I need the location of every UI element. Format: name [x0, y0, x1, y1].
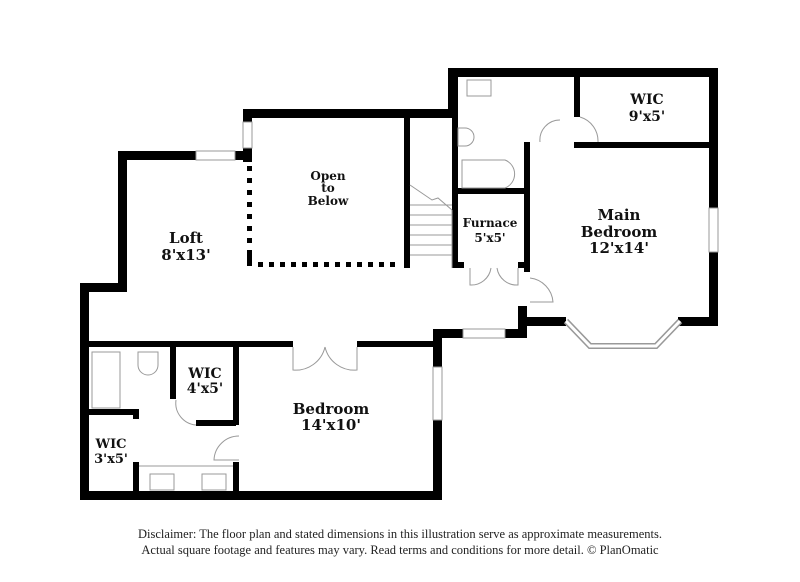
windows — [195, 121, 719, 421]
room-dims-wic-4x5: 4'x5' — [187, 381, 223, 397]
bathtub-icon — [91, 351, 121, 409]
exterior-walls — [80, 68, 718, 500]
svg-text:Bedroom: Bedroom — [293, 400, 370, 418]
room-label-wic-4x5: WIC — [187, 366, 221, 382]
svg-text:14'x10': 14'x10' — [301, 416, 361, 434]
svg-text:3'x5': 3'x5' — [94, 452, 128, 467]
open-label-2: to — [321, 181, 335, 195]
room-label-bedroom: Bedroom — [293, 400, 370, 418]
room-labels: WIC 9'x5' Open to Below Loft 8'x13' Furn… — [94, 92, 665, 467]
svg-text:to: to — [321, 181, 335, 195]
room-dims-main: 12'x14' — [589, 239, 649, 257]
svg-text:Main: Main — [598, 206, 641, 224]
room-label-main-1: Main — [598, 206, 641, 224]
svg-text:WIC: WIC — [94, 437, 126, 452]
svg-text:Loft: Loft — [169, 229, 203, 247]
open-label-3: Below — [308, 194, 349, 208]
room-dims-wic-3x5: 3'x5' — [94, 452, 128, 467]
bathroom-fixtures — [91, 79, 516, 491]
sink-icon — [149, 473, 175, 491]
room-label-main-2: Bedroom — [581, 223, 658, 241]
disclaimer-line-1: Disclaimer: The floor plan and stated di… — [138, 527, 662, 541]
open-label-1: Open — [310, 169, 345, 183]
svg-text:Open: Open — [310, 169, 345, 183]
room-dims-loft: 8'x13' — [161, 246, 210, 264]
room-label-loft: Loft — [169, 229, 203, 247]
toilet-icon — [137, 351, 159, 376]
svg-text:5'x5': 5'x5' — [474, 231, 505, 245]
svg-text:Below: Below — [308, 194, 349, 208]
disclaimer: Disclaimer: The floor plan and stated di… — [0, 526, 800, 558]
sink-icon — [201, 473, 227, 491]
room-dims-wic-main: 9'x5' — [629, 109, 665, 125]
svg-text:4'x5': 4'x5' — [187, 381, 223, 397]
svg-text:Furnace: Furnace — [463, 216, 518, 230]
toilet-icon — [457, 127, 475, 147]
doors — [175, 116, 599, 461]
svg-text:12'x14': 12'x14' — [589, 239, 649, 257]
svg-text:Bedroom: Bedroom — [581, 223, 658, 241]
interior-walls — [89, 77, 715, 492]
room-dims-bedroom: 14'x10' — [301, 416, 361, 434]
bathtub-icon — [461, 159, 516, 189]
svg-text:8'x13': 8'x13' — [161, 246, 210, 264]
disclaimer-line-2: Actual square footage and features may v… — [141, 543, 659, 557]
svg-text:WIC: WIC — [187, 366, 221, 382]
open-to-below-railing — [247, 166, 395, 267]
staircase — [409, 184, 453, 268]
room-dims-furnace: 5'x5' — [474, 231, 505, 245]
room-label-wic-main: WIC — [629, 92, 663, 108]
room-label-wic-3x5: WIC — [94, 437, 126, 452]
room-label-furnace: Furnace — [463, 216, 518, 230]
sink-icon — [466, 79, 492, 97]
